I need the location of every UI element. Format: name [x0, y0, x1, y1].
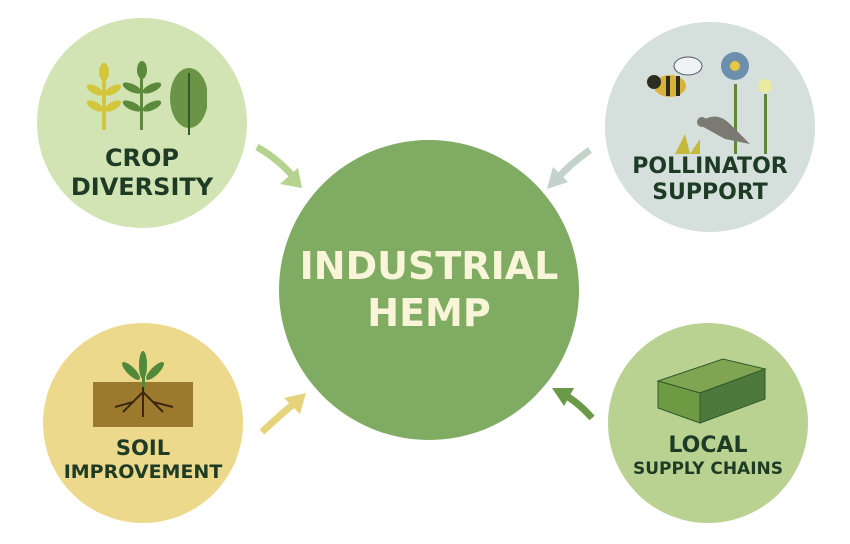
- arrow-pollinator-head: [547, 167, 568, 189]
- pollinator-label-line1: POLLINATOR: [632, 154, 788, 179]
- node-local-supply-chains: LOCAL SUPPLY CHAINS: [608, 323, 808, 523]
- local-label-line2: SUPPLY CHAINS: [632, 459, 784, 480]
- hemp-roots-icon: [93, 351, 193, 427]
- plants-icon: [86, 61, 207, 135]
- local-label-line1: LOCAL: [668, 433, 748, 458]
- arrow-soil-head: [284, 393, 306, 414]
- crop-label-line1: CROP: [104, 144, 180, 172]
- arrow-soil: [259, 399, 299, 435]
- bee-bird-flower-icon: [647, 52, 772, 154]
- node-crop-diversity: CROP DIVERSITY: [37, 18, 247, 228]
- soil-label-line2: IMPROVEMENT: [63, 461, 223, 484]
- center-title-line1: INDUSTRIAL: [299, 243, 559, 288]
- arrow-local-head: [552, 388, 574, 406]
- arrow-crop-head: [280, 168, 302, 188]
- node-pollinator-support: POLLINATOR SUPPORT: [605, 22, 815, 232]
- hempcrete-block-icon: [656, 358, 767, 424]
- node-soil-improvement: SOIL IMPROVEMENT: [43, 323, 243, 523]
- center-title-line2: HEMP: [367, 291, 491, 335]
- soil-label-line1: SOIL: [115, 436, 171, 460]
- center-industrial-hemp: INDUSTRIAL HEMP: [279, 140, 579, 440]
- pollinator-label-line2: SUPPORT: [652, 180, 768, 206]
- crop-label-line2: DIVERSITY: [70, 172, 214, 201]
